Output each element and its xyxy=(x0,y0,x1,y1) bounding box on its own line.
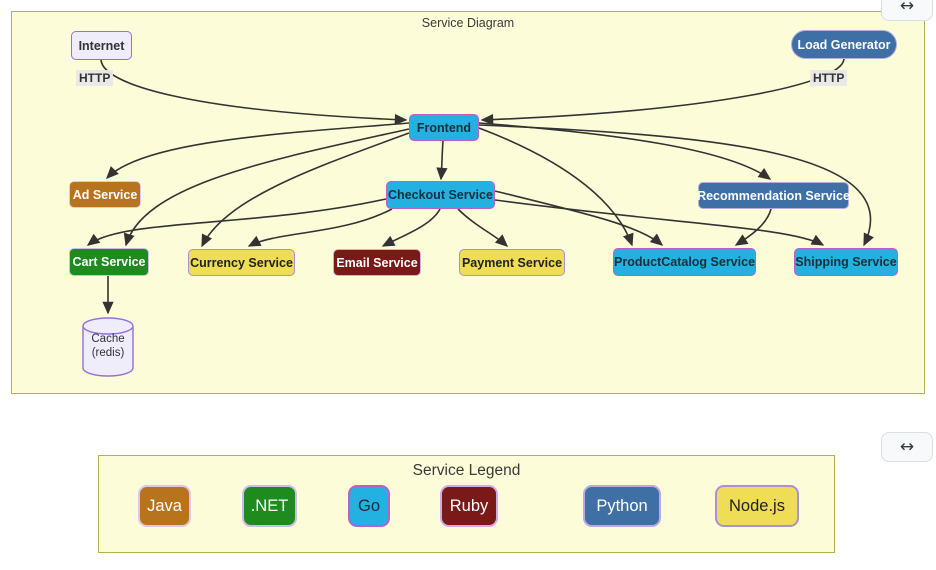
node-ad-service: Ad Service xyxy=(69,181,141,208)
load-generator-http-label: HTTP xyxy=(810,70,848,86)
legend-badge-python: Python xyxy=(583,485,661,527)
node-checkout-service: Checkout Service xyxy=(386,181,495,209)
legend-title: Service Legend xyxy=(412,462,521,479)
node-product-catalog-service: ProductCatalog Service xyxy=(613,248,756,276)
edge-checkout_service-to-payment_service xyxy=(457,208,509,247)
service-legend-panel: Service Legend Java .NET Go Ruby Python … xyxy=(98,455,835,553)
edge-frontend-to-product_catalog_service xyxy=(478,127,634,247)
edge-frontend-to-ad_service xyxy=(106,122,410,180)
node-internet: Internet xyxy=(71,31,132,60)
edge-checkout_service-to-currency_service xyxy=(247,208,393,247)
edge-checkout_service-to-email_service xyxy=(381,208,441,247)
edge-checkout_service-to-shipping_service xyxy=(494,199,825,246)
edge-checkout_service-to-product_catalog_service xyxy=(494,190,664,246)
legend-badge-nodejs: Node.js xyxy=(715,485,799,527)
legend-badge-ruby: Ruby xyxy=(440,485,498,527)
node-frontend: Frontend xyxy=(409,114,479,141)
expand-legend-button[interactable]: ↔ xyxy=(881,432,933,462)
edge-frontend-to-currency_service xyxy=(201,132,410,248)
legend-badge-java: Java xyxy=(138,485,191,527)
edge-frontend-to-shipping_service xyxy=(478,124,874,247)
expand-diagram-button[interactable]: ↔ xyxy=(881,0,933,21)
edge-checkout_service-to-cart_service xyxy=(86,198,387,246)
edge-internet-to-frontend xyxy=(100,59,408,126)
edge-frontend-to-cart_service xyxy=(123,128,410,247)
node-cart-service: Cart Service xyxy=(69,248,149,276)
edge-frontend-to-recommendation_service xyxy=(478,122,772,180)
legend-badge-dotnet: .NET xyxy=(242,485,297,527)
arrows-horizontal-icon: ↔ xyxy=(899,437,915,457)
database-cylinder-icon xyxy=(82,317,134,377)
node-shipping-service: Shipping Service xyxy=(794,248,898,276)
node-email-service: Email Service xyxy=(333,249,421,276)
node-payment-service: Payment Service xyxy=(459,249,565,276)
node-cache-redis: Cache (redis) xyxy=(81,316,135,378)
edge-frontend-to-checkout_service xyxy=(436,140,448,181)
arrows-horizontal-icon: ↔ xyxy=(899,0,915,16)
diagram-title: Service Diagram xyxy=(421,16,515,30)
internet-http-label: HTTP xyxy=(76,70,114,86)
node-load-generator: Load Generator xyxy=(791,30,897,59)
cache-label: Cache (redis) xyxy=(91,333,125,359)
node-recommendation-service: Recommendation Service xyxy=(697,182,850,209)
diagram-edges xyxy=(86,58,874,315)
edge-recommendation_service-to-product_catalog_service xyxy=(734,208,772,246)
edge-load_generator-to-frontend xyxy=(480,58,845,126)
node-currency-service: Currency Service xyxy=(188,249,295,276)
service-diagram-panel: Service Diagram HTTP HTTP Internet Load … xyxy=(11,11,925,394)
legend-badge-go: Go xyxy=(348,485,390,527)
